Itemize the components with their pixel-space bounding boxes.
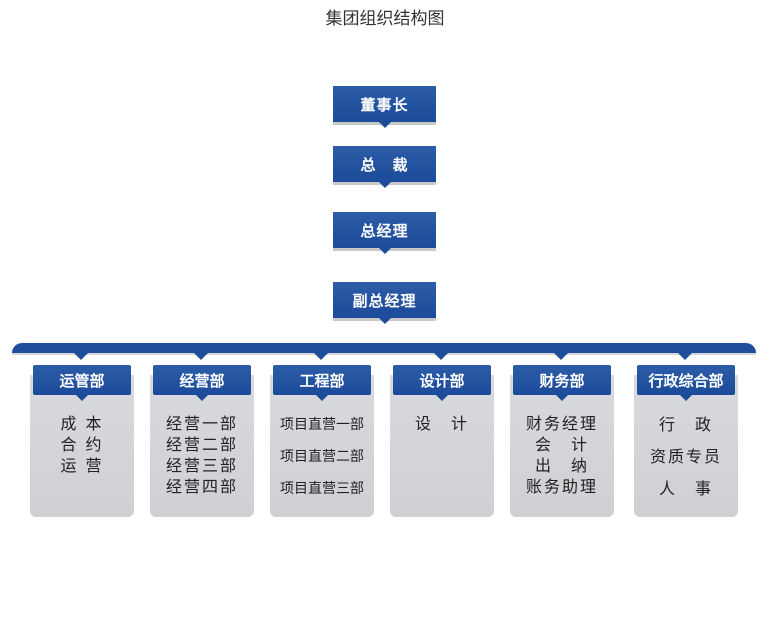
dept-item: 出 纳 [534,456,589,475]
dept-header: 经营部 [153,365,251,401]
dept-finance: 财务部 财务经理 会 计 出 纳 账务助理 [510,353,614,517]
dept-admin: 行政综合部 行 政 资质专员 人 事 [634,353,738,517]
dept-item: 经营一部 [165,414,238,433]
dept-header: 设计部 [393,365,491,401]
dept-item: 经营三部 [165,456,238,475]
dept-operations: 运管部 成 本 合 约 运 营 [30,353,134,517]
dept-items: 财务经理 会 计 出 纳 账务助理 [510,413,614,497]
dept-items: 行 政 资质专员 人 事 [634,409,738,505]
dept-connector-arrow [434,353,448,360]
dept-business: 经营部 经营一部 经营二部 经营三部 经营四部 [150,353,254,517]
node-president: 总 裁 [333,146,436,188]
dept-items: 项目直营一部 项目直营二部 项目直营三部 [270,409,374,505]
chart-title: 集团组织结构图 [325,9,445,29]
dept-header: 行政综合部 [637,365,735,401]
dept-item: 账务助理 [525,477,598,496]
dept-item: 行 政 [658,415,713,434]
dept-item: 合 约 [60,435,104,454]
dept-item: 运 营 [60,456,104,475]
dept-items: 经营一部 经营二部 经营三部 经营四部 [150,413,254,497]
dept-connector-arrow [74,353,88,360]
node-deputy-general-manager: 副总经理 [333,282,436,324]
dept-item: 设 计 [414,414,469,433]
dept-connector-arrow [678,353,692,360]
dept-item: 经营四部 [165,477,238,496]
dept-item: 会 计 [534,435,589,454]
dept-item: 成 本 [60,414,104,433]
dept-connector-arrow [554,353,568,360]
dept-item: 经营二部 [165,435,238,454]
dept-connector-arrow [314,353,328,360]
dept-engineering: 工程部 项目直营一部 项目直营二部 项目直营三部 [270,353,374,517]
dept-connector-arrow [194,353,208,360]
dept-item: 人 事 [658,479,713,498]
dept-header: 工程部 [273,365,371,401]
node-general-manager: 总经理 [333,212,436,254]
dept-items: 成 本 合 约 运 营 [30,413,134,476]
dept-design: 设计部 设 计 [390,353,494,517]
dept-header: 运管部 [33,365,131,401]
connector-bar-shadow [12,353,756,355]
dept-item: 项目直营二部 [280,449,364,465]
dept-item: 项目直营一部 [280,417,364,433]
dept-items: 设 计 [390,413,494,434]
dept-item: 财务经理 [525,414,598,433]
dept-header: 财务部 [513,365,611,401]
dept-item: 项目直营三部 [280,481,364,497]
dept-item: 资质专员 [649,447,722,466]
node-chairman: 董事长 [333,86,436,128]
connector-bar [12,343,756,353]
